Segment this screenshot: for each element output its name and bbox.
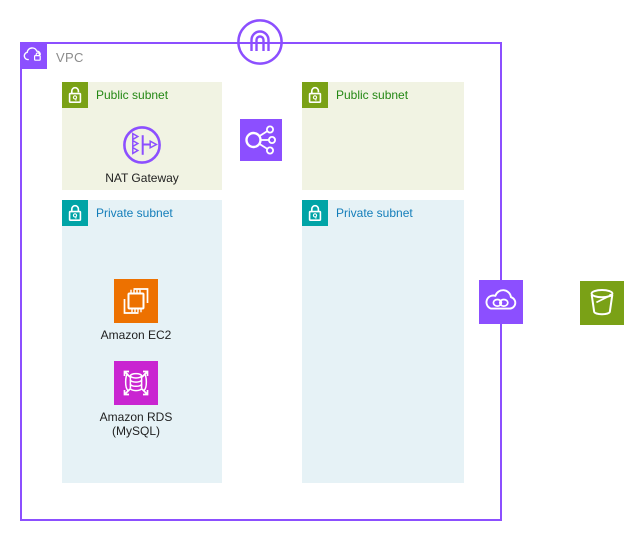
rds-icon — [114, 361, 158, 405]
ec2-node: Amazon EC2 — [66, 279, 206, 342]
private-subnet-lock-icon — [302, 200, 328, 226]
vpc-icon — [20, 42, 47, 69]
vpc-group: VPC Public subnet — [20, 42, 502, 521]
vpc-endpoint-icon — [479, 280, 523, 324]
nat-gateway-label: NAT Gateway — [105, 171, 179, 185]
subnet-label: Public subnet — [336, 88, 409, 102]
private-subnet-lock-icon — [62, 200, 88, 226]
subnet-label: Private subnet — [96, 206, 173, 220]
public-subnet-lock-icon — [302, 82, 328, 108]
rds-node: Amazon RDS (MySQL) — [66, 361, 206, 438]
ec2-icon — [114, 279, 158, 323]
s3-bucket-icon — [580, 281, 624, 325]
subnet-private-right: Private subnet — [302, 200, 464, 483]
nat-gateway-node: NAT Gateway — [72, 124, 212, 185]
ec2-label: Amazon EC2 — [100, 328, 172, 342]
subnet-public-left: Public subnet NAT Gateway — [62, 82, 222, 190]
elastic-load-balancing-icon — [240, 119, 282, 161]
subnet-public-right: Public subnet — [302, 82, 464, 190]
nat-gateway-icon — [123, 126, 161, 164]
subnet-label: Private subnet — [336, 206, 413, 220]
vpc-label: VPC — [56, 50, 84, 65]
rds-label-line1: Amazon RDS — [99, 410, 173, 424]
public-subnet-lock-icon — [62, 82, 88, 108]
internet-gateway-icon — [237, 19, 283, 65]
rds-label-line2: (MySQL) — [112, 424, 160, 438]
subnet-label: Public subnet — [96, 88, 169, 102]
subnet-private-left: Private subnet Amazon EC2 — [62, 200, 222, 483]
